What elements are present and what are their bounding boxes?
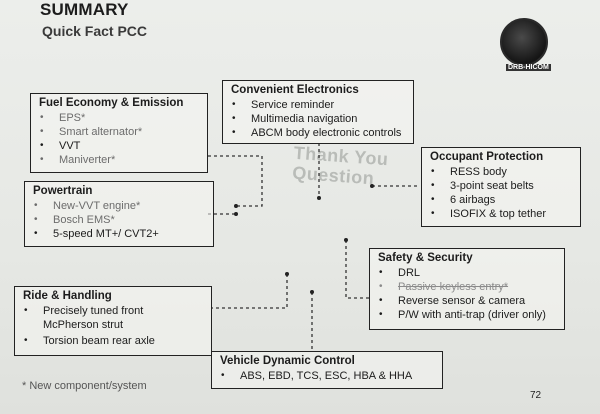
connector-dot-ride <box>285 272 289 276</box>
connector-dot-safety <box>344 238 348 242</box>
ride-handling-box: Ride & Handling Precisely tuned front Mc… <box>14 286 212 356</box>
list-item: 5-speed MT+/ CVT2+ <box>33 227 207 241</box>
list-item: 3-point seat belts <box>430 179 574 193</box>
list-item: P/W with anti-trap (driver only) <box>378 308 558 322</box>
list-item: RESS body <box>430 165 574 179</box>
connector-fuel <box>208 155 263 207</box>
list-item: EPS* <box>39 111 201 125</box>
safety-security-title: Safety & Security <box>378 252 473 264</box>
occupant-protection-title: Occupant Protection <box>430 151 544 163</box>
list-item: Bosch EMS* <box>33 213 207 227</box>
connector-dot-vdc <box>310 290 314 294</box>
list-item: Maniverter* <box>39 153 201 167</box>
powertrain-title: Powertrain <box>33 185 93 197</box>
fuel-economy-title: Fuel Economy & Emission <box>39 97 184 109</box>
vehicle-dynamic-control-list: ABS, EBD, TCS, ESC, HBA & HHA <box>220 369 436 383</box>
list-item: Torsion beam rear axle <box>23 334 205 348</box>
fuel-economy-box: Fuel Economy & Emission EPS* Smart alter… <box>30 93 208 173</box>
list-item: Multimedia navigation <box>231 112 407 126</box>
powertrain-box: Powertrain New-VVT engine* Bosch EMS* 5-… <box>24 181 214 247</box>
connector-ride <box>212 274 288 309</box>
watermark-label: DRB-HICOM <box>506 64 551 71</box>
connector-safety <box>345 240 370 299</box>
page-subtitle: Quick Fact PCC <box>42 23 148 39</box>
vehicle-dynamic-control-box: Vehicle Dynamic Control ABS, EBD, TCS, E… <box>211 351 443 389</box>
page-title: SUMMARY <box>40 0 129 19</box>
connector-dot-powertrain <box>234 212 238 216</box>
convenient-electronics-box: Convenient Electronics Service reminder … <box>222 80 414 144</box>
brand-logo-icon <box>500 18 548 66</box>
occupant-protection-box: Occupant Protection RESS body 3-point se… <box>421 147 581 227</box>
safety-security-box: Safety & Security DRL Passive keyless en… <box>369 248 565 330</box>
powertrain-list: New-VVT engine* Bosch EMS* 5-speed MT+/ … <box>33 199 207 241</box>
occupant-protection-list: RESS body 3-point seat belts 6 airbags I… <box>430 165 574 221</box>
list-item: New-VVT engine* <box>33 199 207 213</box>
fuel-economy-list: EPS* Smart alternator* VVT Maniverter* <box>39 111 201 167</box>
footnote: * New component/system <box>22 380 147 392</box>
list-item: VVT <box>39 139 201 153</box>
ride-handling-list: Precisely tuned front McPherson strut To… <box>23 304 205 348</box>
list-item: Passive keyless entry* <box>378 280 558 294</box>
vehicle-dynamic-control-title: Vehicle Dynamic Control <box>220 355 355 367</box>
list-item: ABCM body electronic controls <box>231 126 407 140</box>
connector-dot-convenient <box>317 196 321 200</box>
safety-security-list: DRL Passive keyless entry* Reverse senso… <box>378 266 558 322</box>
list-item: Smart alternator* <box>39 125 201 139</box>
list-item: DRL <box>378 266 558 280</box>
convenient-electronics-list: Service reminder Multimedia navigation A… <box>231 98 407 140</box>
connector-dot-fuel <box>234 204 238 208</box>
list-item: ISOFIX & top tether <box>430 207 574 221</box>
convenient-electronics-title: Convenient Electronics <box>231 84 359 96</box>
list-item: 6 airbags <box>430 193 574 207</box>
page-number: 72 <box>530 390 542 401</box>
list-item: Precisely tuned front McPherson strut <box>23 304 193 332</box>
list-item: Service reminder <box>231 98 407 112</box>
ride-handling-title: Ride & Handling <box>23 290 112 302</box>
connector-dot-occupant <box>370 184 374 188</box>
list-item: ABS, EBD, TCS, ESC, HBA & HHA <box>220 369 436 383</box>
list-item: Reverse sensor & camera <box>378 294 558 308</box>
